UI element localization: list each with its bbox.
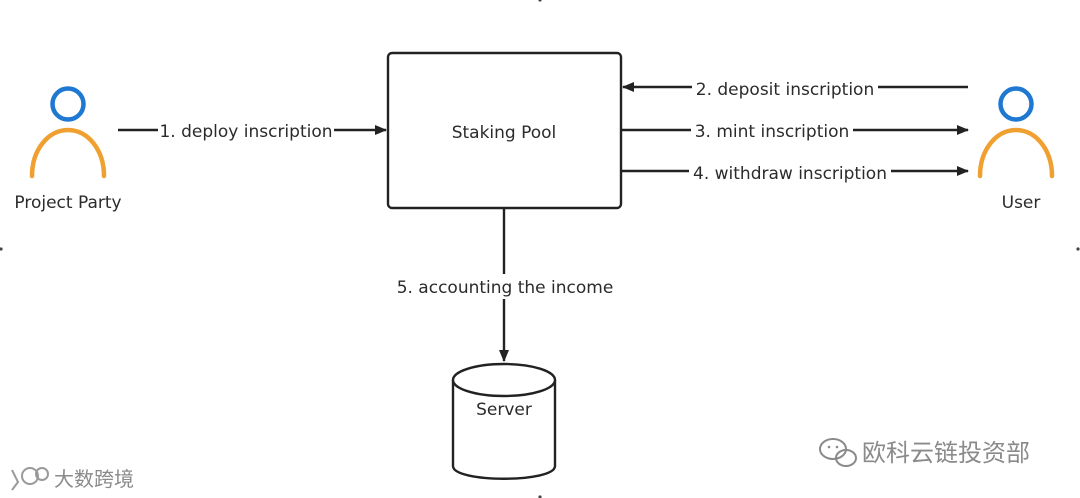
watermark-left: 大数跨境 <box>11 467 134 491</box>
person-icon <box>977 86 1055 179</box>
server-label: Server <box>476 400 532 420</box>
watermark-right: 欧科云链投资部 <box>819 438 1030 467</box>
edge-withdraw-label-bg <box>689 159 891 184</box>
edge-deploy: 1. deploy inscription <box>118 118 387 143</box>
watermark-left-text: 大数跨境 <box>54 467 134 491</box>
user-label: User <box>1002 193 1041 213</box>
border-mark-bottom <box>538 495 542 498</box>
watermark-right-text: 欧科云链投资部 <box>862 439 1030 467</box>
border-mark-left <box>0 247 3 251</box>
user-node: User <box>977 86 1055 213</box>
edge-accounting: 5. accounting the income <box>393 209 617 362</box>
server-node: Server <box>451 362 557 480</box>
edge-deposit: 2. deposit inscription <box>622 75 968 100</box>
database-cylinder-icon <box>451 362 557 480</box>
border-mark-right <box>1076 247 1080 251</box>
project-party-node: Project Party <box>14 86 122 213</box>
edge-mint-label-bg <box>691 118 853 143</box>
edge-deploy-label: 1. deploy inscription <box>159 122 332 142</box>
wechat-icon <box>819 438 857 467</box>
project-party-label: Project Party <box>14 193 121 213</box>
staking-pool-label: Staking Pool <box>452 123 557 143</box>
edge-deposit-label: 2. deposit inscription <box>696 80 874 100</box>
person-icon <box>29 86 107 179</box>
edge-accounting-label-bg <box>393 274 617 299</box>
edge-withdraw-label: 4. withdraw inscription <box>693 164 887 184</box>
staking-pool-node: Staking Pool <box>386 51 623 210</box>
edge-withdraw: 4. withdraw inscription <box>622 159 969 184</box>
border-mark-top <box>538 0 542 2</box>
edge-accounting-label: 5. accounting the income <box>397 278 614 298</box>
brand-logo-icon <box>11 467 49 491</box>
edge-mint: 3. mint inscription <box>622 118 969 143</box>
edge-mint-label: 3. mint inscription <box>695 122 850 142</box>
edge-deposit-label-bg <box>692 75 878 100</box>
edge-deploy-label-bg <box>158 118 334 143</box>
